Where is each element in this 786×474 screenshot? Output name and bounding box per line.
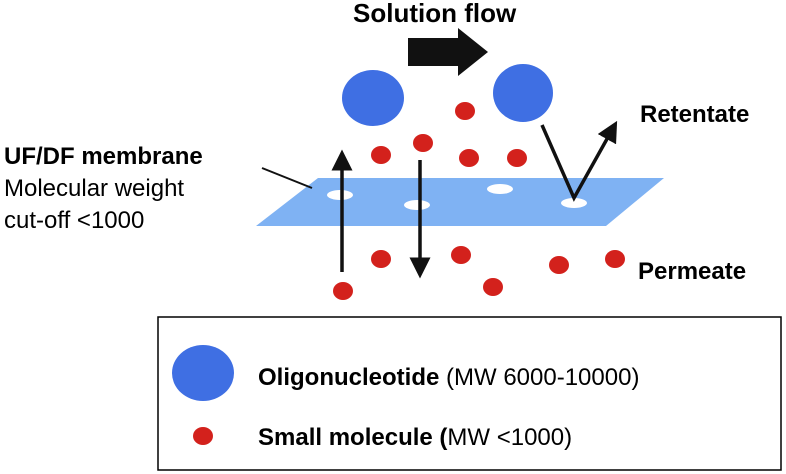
small-molecule	[371, 250, 391, 268]
membrane-leader-line	[261, 167, 313, 189]
retentate-bounce-arrow	[540, 120, 618, 202]
membrane-description-line2: cut-off <1000	[4, 207, 144, 234]
oligonucleotide	[493, 64, 553, 122]
membrane-sheet	[256, 178, 664, 226]
small-molecule	[507, 149, 527, 167]
retentate-label: Retentate	[640, 101, 749, 128]
legend-oligonucleotide-label: Oligonucleotide (MW 6000-10000)	[258, 364, 639, 391]
solution-flow-arrow	[408, 28, 488, 76]
small-molecule	[413, 134, 433, 152]
membrane-title: UF/DF membrane	[4, 143, 203, 170]
small-molecule	[549, 256, 569, 274]
membrane-description-line1: Molecular weight	[4, 175, 184, 202]
legend-small-molecule-swatch	[193, 427, 213, 445]
small-molecule	[459, 149, 479, 167]
small-molecule	[333, 282, 353, 300]
membrane-pore	[487, 184, 513, 194]
small-molecule	[483, 278, 503, 296]
small-molecule	[371, 146, 391, 164]
membrane-pore	[327, 190, 353, 200]
membrane-pore	[404, 200, 430, 210]
legend-small-molecule-mw: MW <1000)	[447, 424, 572, 451]
small-molecule	[455, 102, 475, 120]
legend-oligonucleotide-name: Oligonucleotide	[258, 364, 439, 391]
permeate-label: Permeate	[638, 258, 746, 285]
legend-oligonucleotide-swatch	[172, 345, 234, 401]
small-molecule	[605, 250, 625, 268]
membrane-pore	[561, 198, 587, 208]
small-molecule	[451, 246, 471, 264]
legend-small-molecule-label: Small molecule (MW <1000)	[258, 424, 572, 451]
legend-oligonucleotide-mw: (MW 6000-10000)	[439, 364, 639, 391]
legend-box	[157, 316, 782, 471]
solution-flow-label: Solution flow	[353, 0, 517, 28]
oligonucleotide	[342, 70, 404, 126]
legend-small-molecule-name: Small molecule (	[258, 424, 447, 451]
